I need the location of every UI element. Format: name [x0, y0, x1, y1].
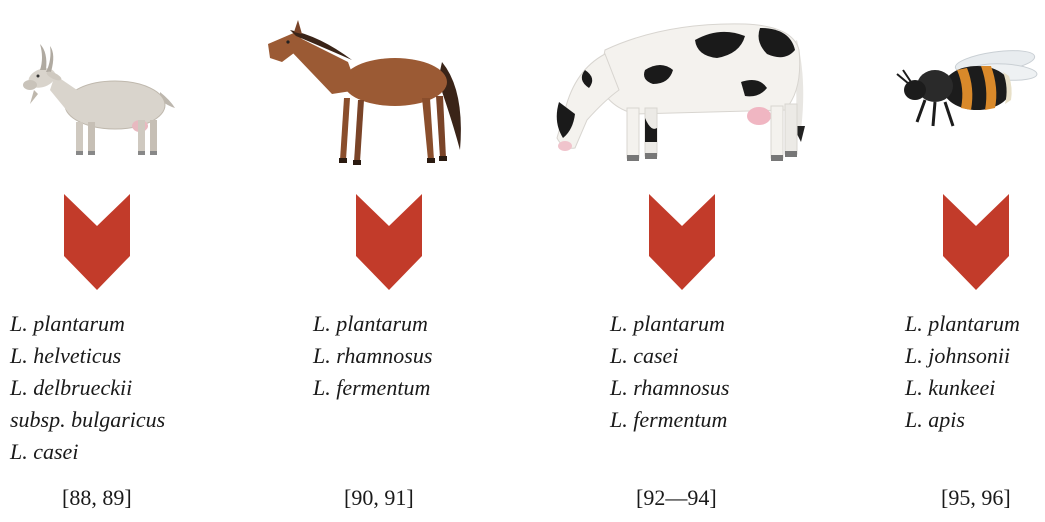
species-item: subsp. bulgaricus	[10, 404, 165, 436]
cow-illustration	[545, 10, 820, 170]
horse-illustration	[260, 10, 475, 170]
species-item: L. kunkeei	[905, 372, 1020, 404]
species-item: L. johnsonii	[905, 340, 1020, 372]
species-item: L. delbrueckii	[10, 372, 165, 404]
arrow-down-icon	[356, 194, 422, 290]
column-horse: L. plantarum L. rhamnosus L. fermentum […	[260, 0, 535, 522]
arrow-down-icon	[943, 194, 1009, 290]
arrow-shape	[356, 194, 422, 290]
arrow-down-icon	[649, 194, 715, 290]
species-item: L. apis	[905, 404, 1020, 436]
reference-bee: [95, 96]	[941, 485, 1011, 511]
reference-goat: [88, 89]	[62, 485, 132, 511]
column-cow: L. plantarum L. casei L. rhamnosus L. fe…	[535, 0, 835, 522]
goat-illustration	[10, 30, 180, 160]
species-item: L. fermentum	[610, 404, 729, 436]
species-item: L. plantarum	[905, 308, 1020, 340]
arrow-down-icon	[64, 194, 130, 290]
species-item: L. helveticus	[10, 340, 165, 372]
species-list-horse: L. plantarum L. rhamnosus L. fermentum	[313, 308, 432, 404]
arrow-shape	[943, 194, 1009, 290]
species-item: L. plantarum	[313, 308, 432, 340]
species-list-bee: L. plantarum L. johnsonii L. kunkeei L. …	[905, 308, 1020, 436]
species-item: L. casei	[10, 436, 165, 468]
reference-cow: [92—94]	[636, 485, 717, 511]
bee-illustration	[895, 42, 1045, 132]
reference-horse: [90, 91]	[344, 485, 414, 511]
species-item: L. plantarum	[610, 308, 729, 340]
species-item: L. casei	[610, 340, 729, 372]
column-bee: L. plantarum L. johnsonii L. kunkeei L. …	[835, 0, 1045, 522]
species-list-goat: L. plantarum L. helveticus L. delbruecki…	[10, 308, 165, 468]
arrow-shape	[649, 194, 715, 290]
column-goat: L. plantarum L. helveticus L. delbruecki…	[0, 0, 260, 522]
species-item: L. rhamnosus	[610, 372, 729, 404]
species-item: L. rhamnosus	[313, 340, 432, 372]
species-list-cow: L. plantarum L. casei L. rhamnosus L. fe…	[610, 308, 729, 436]
species-item: L. plantarum	[10, 308, 165, 340]
species-item: L. fermentum	[313, 372, 432, 404]
arrow-shape	[64, 194, 130, 290]
